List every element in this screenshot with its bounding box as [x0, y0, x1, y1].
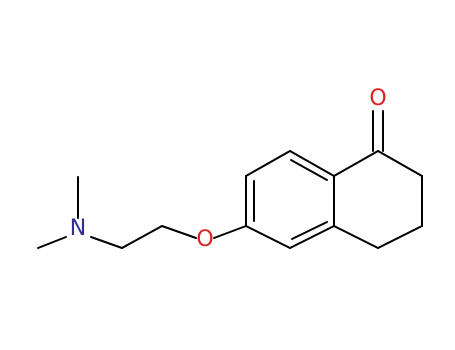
atom-n-label: N: [70, 216, 86, 241]
bond-ch2-o: [161, 225, 197, 239]
bond-n-ch2: [90, 236, 123, 249]
atom-o-carbonyl-label: O: [369, 86, 386, 111]
bond-cyclo-5: [333, 225, 379, 249]
bond-o-aryl: [213, 225, 247, 239]
bond-ring-4: [289, 150, 335, 177]
bond-ring-inner-3: [290, 159, 328, 181]
bond-cyclo-1: [333, 150, 379, 177]
atom-o-ether-label: O: [196, 227, 213, 252]
bond-cyclo-2: [377, 150, 423, 177]
bond-ring-inner-2: [291, 221, 328, 240]
bond-cyclo-4: [377, 225, 423, 249]
bond-ring-2: [289, 225, 335, 249]
bond-n-methyl-left: [37, 236, 67, 249]
bond-ch2-ch2: [121, 225, 163, 249]
bond-ring-5: [245, 150, 291, 177]
bond-ring-1: [245, 225, 291, 249]
